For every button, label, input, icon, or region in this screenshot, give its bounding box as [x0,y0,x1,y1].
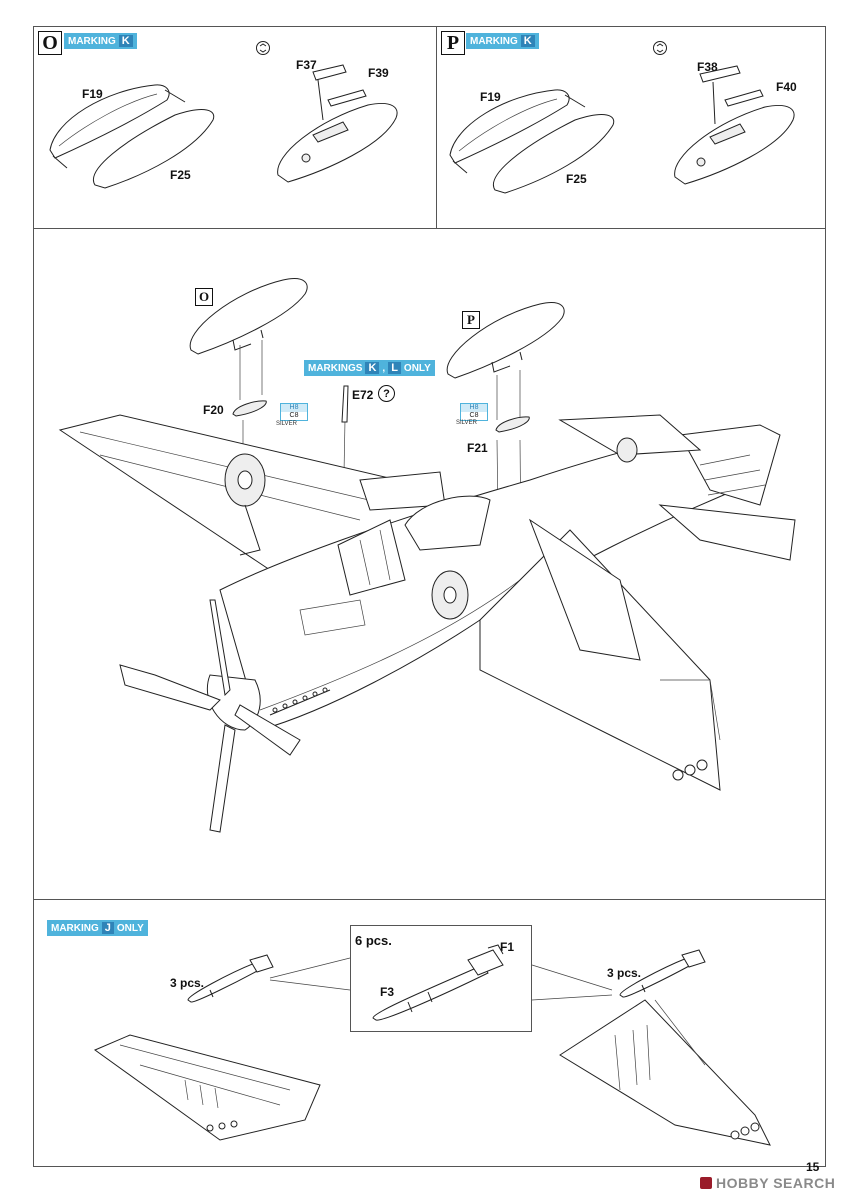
main-aircraft-illustration [58,414,796,833]
panel-p-tank-assembly [674,65,795,185]
bottom-marking-letter: J [101,922,114,934]
panel-p-part-f19: F19 [480,90,501,104]
main-markings-letter-1: K [365,362,380,374]
panel-p-part-f25: F25 [566,172,587,186]
bottom-part-f1: F1 [500,940,515,954]
panel-p-marking-letter: K [520,35,535,47]
watermark-logo: HOBBY SEARCH [700,1175,835,1191]
bottom-callout-frame [350,925,532,1032]
watermark-icon [700,1177,712,1189]
main-markings-letter-2: L [388,362,401,374]
main-markings-suffix: ONLY [403,362,431,374]
panel-o-tank-assembly [277,64,398,183]
main-part-e72: E72 [352,388,374,402]
bottom-right-rocket [619,949,706,998]
panel-p-drop-tank-halves [449,89,615,194]
bottom-left-rocket [187,954,274,1003]
panel-o-marking-letter: K [118,35,133,47]
panel-o-part-f37: F37 [296,58,317,72]
main-antenna-part [341,385,349,423]
panel-o-part-f39: F39 [368,66,389,80]
bottom-right-wing [559,999,771,1146]
main-markings-word: MARKINGS [308,362,363,374]
main-paint-left-code2: C8 [281,412,307,420]
panel-p-step-label: P [441,31,465,55]
bottom-left-wing [93,1034,321,1141]
panel-o-marking-word: MARKING [68,35,116,47]
panel-o-part-f19: F19 [82,87,103,101]
bottom-three-pcs-right: 3 pcs. [607,966,642,980]
main-paint-right: H8 C8 [460,403,488,421]
panel-p-part-f38: F38 [697,60,718,74]
main-question-mark-text: ? [383,387,390,400]
watermark-text: HOBBY SEARCH [716,1175,836,1191]
main-paint-right-code2: C8 [461,412,487,420]
main-paint-right-code1: H8 [461,404,487,412]
panel-p-marking-tag: MARKING K [466,33,539,49]
bottom-marking-only: ONLY [116,922,144,934]
page-number: 15 [806,1160,820,1174]
panel-o-marking-tag: MARKING K [64,33,137,49]
panel-o-part-f25: F25 [170,168,191,182]
bottom-rocket-callout [372,944,504,1021]
bottom-frame [33,899,826,1167]
panel-p-marking-word: MARKING [470,35,518,47]
panel-o-drop-tank-halves [49,84,215,189]
main-paint-left-code1: H8 [281,404,307,412]
main-paint-left-name: SILVER [276,421,297,427]
main-left-drop-tank [189,278,308,355]
main-part-f20: F20 [203,403,224,417]
main-f21-fairing [495,416,530,433]
panel-o-step-label: O [38,31,62,55]
panel-p-part-f40: F40 [776,80,797,94]
bottom-marking-tag: MARKING J ONLY [47,920,148,936]
main-part-f21: F21 [467,441,488,455]
panel-o-flip-icon [256,41,270,55]
bottom-three-pcs-left: 3 pcs. [170,976,205,990]
main-question-mark-icon: ? [378,385,395,402]
main-paint-right-name: SILVER [456,420,477,426]
main-markings-tag: MARKINGS K , L ONLY [304,360,435,376]
main-right-drop-tank [446,302,565,379]
main-f20-fairing [232,400,267,417]
panel-p-flip-icon [653,41,667,55]
bottom-part-f3: F3 [380,985,395,999]
main-step-p: P [462,311,480,329]
bottom-six-pcs: 6 pcs. [355,933,392,948]
main-step-o: O [195,288,213,306]
bottom-marking-word: MARKING [51,922,99,934]
main-paint-left: H8 C8 [280,403,308,421]
main-markings-sep: , [382,362,386,374]
